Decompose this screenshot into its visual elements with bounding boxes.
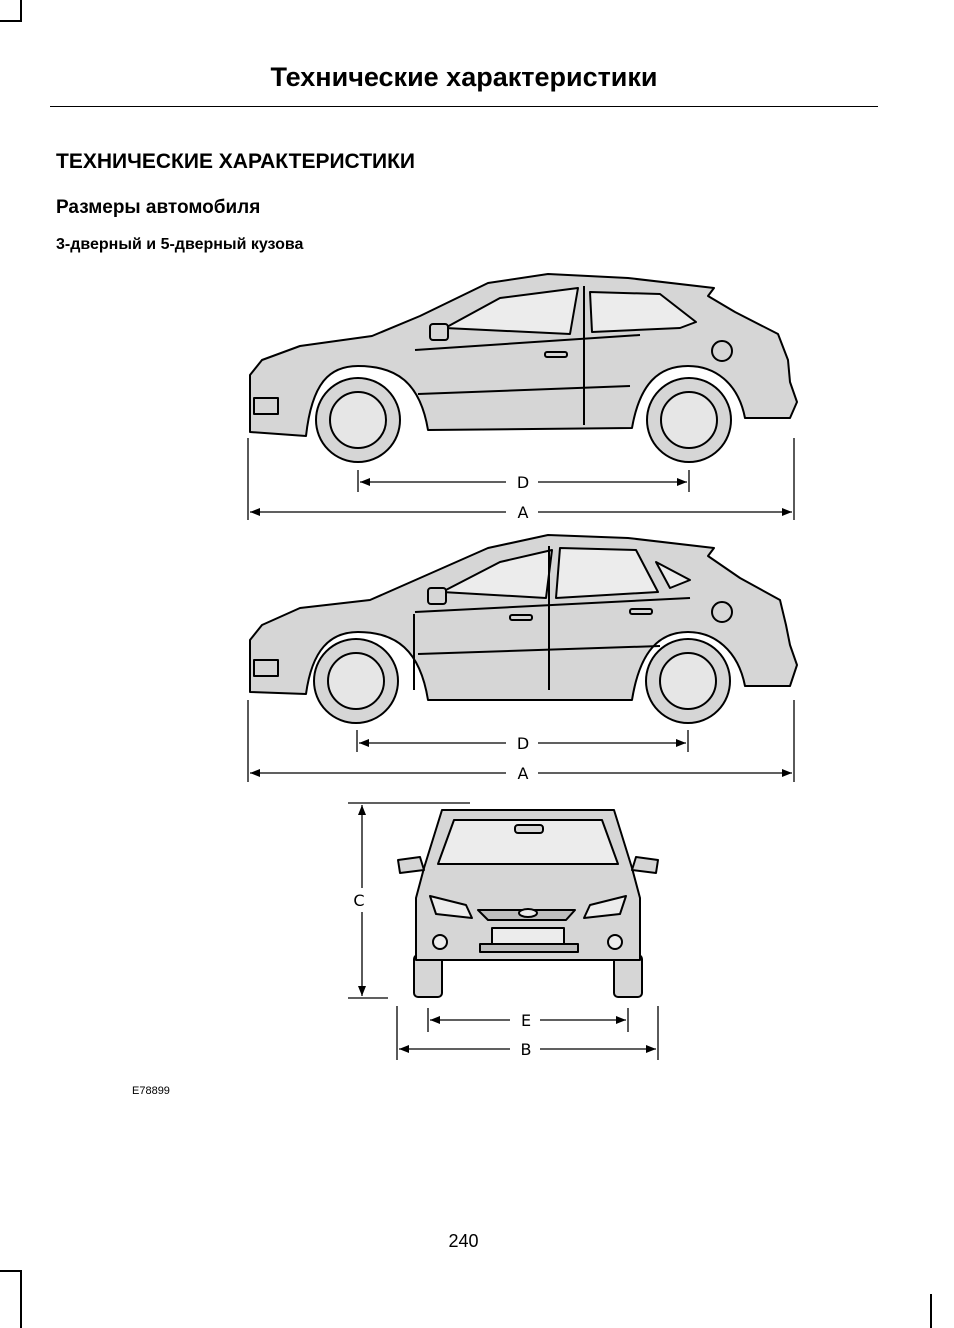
dimension-lines — [247, 438, 795, 1060]
dim-label-d: D — [517, 734, 529, 753]
side-view-5-door — [249, 534, 798, 724]
crop-mark — [0, 1270, 22, 1272]
dim-label-c: C — [353, 891, 364, 910]
running-head: Технические характеристики — [270, 62, 658, 92]
section-title: ТЕХНИЧЕСКИЕ ХАРАКТЕРИСТИКИ — [56, 150, 416, 173]
dim-label-a: A — [518, 503, 529, 522]
front-view — [397, 809, 659, 998]
dim-label-a: A — [518, 764, 529, 783]
side-view-3-door — [249, 273, 798, 463]
dim-label-e: E — [521, 1011, 531, 1030]
body-type-label: 3-дверный и 5-дверный кузова — [56, 236, 304, 253]
page-number: 240 — [448, 1231, 479, 1251]
subsection-title: Размеры автомобиля — [56, 197, 261, 218]
header-rule — [50, 106, 878, 107]
crop-mark — [20, 1270, 22, 1328]
crop-mark — [20, 0, 22, 22]
dim-label-d: D — [517, 473, 529, 492]
figure-reference-code: E78899 — [132, 1085, 170, 1097]
crop-mark — [930, 1294, 932, 1328]
crop-mark — [0, 20, 22, 22]
dim-label-b: B — [521, 1040, 532, 1059]
